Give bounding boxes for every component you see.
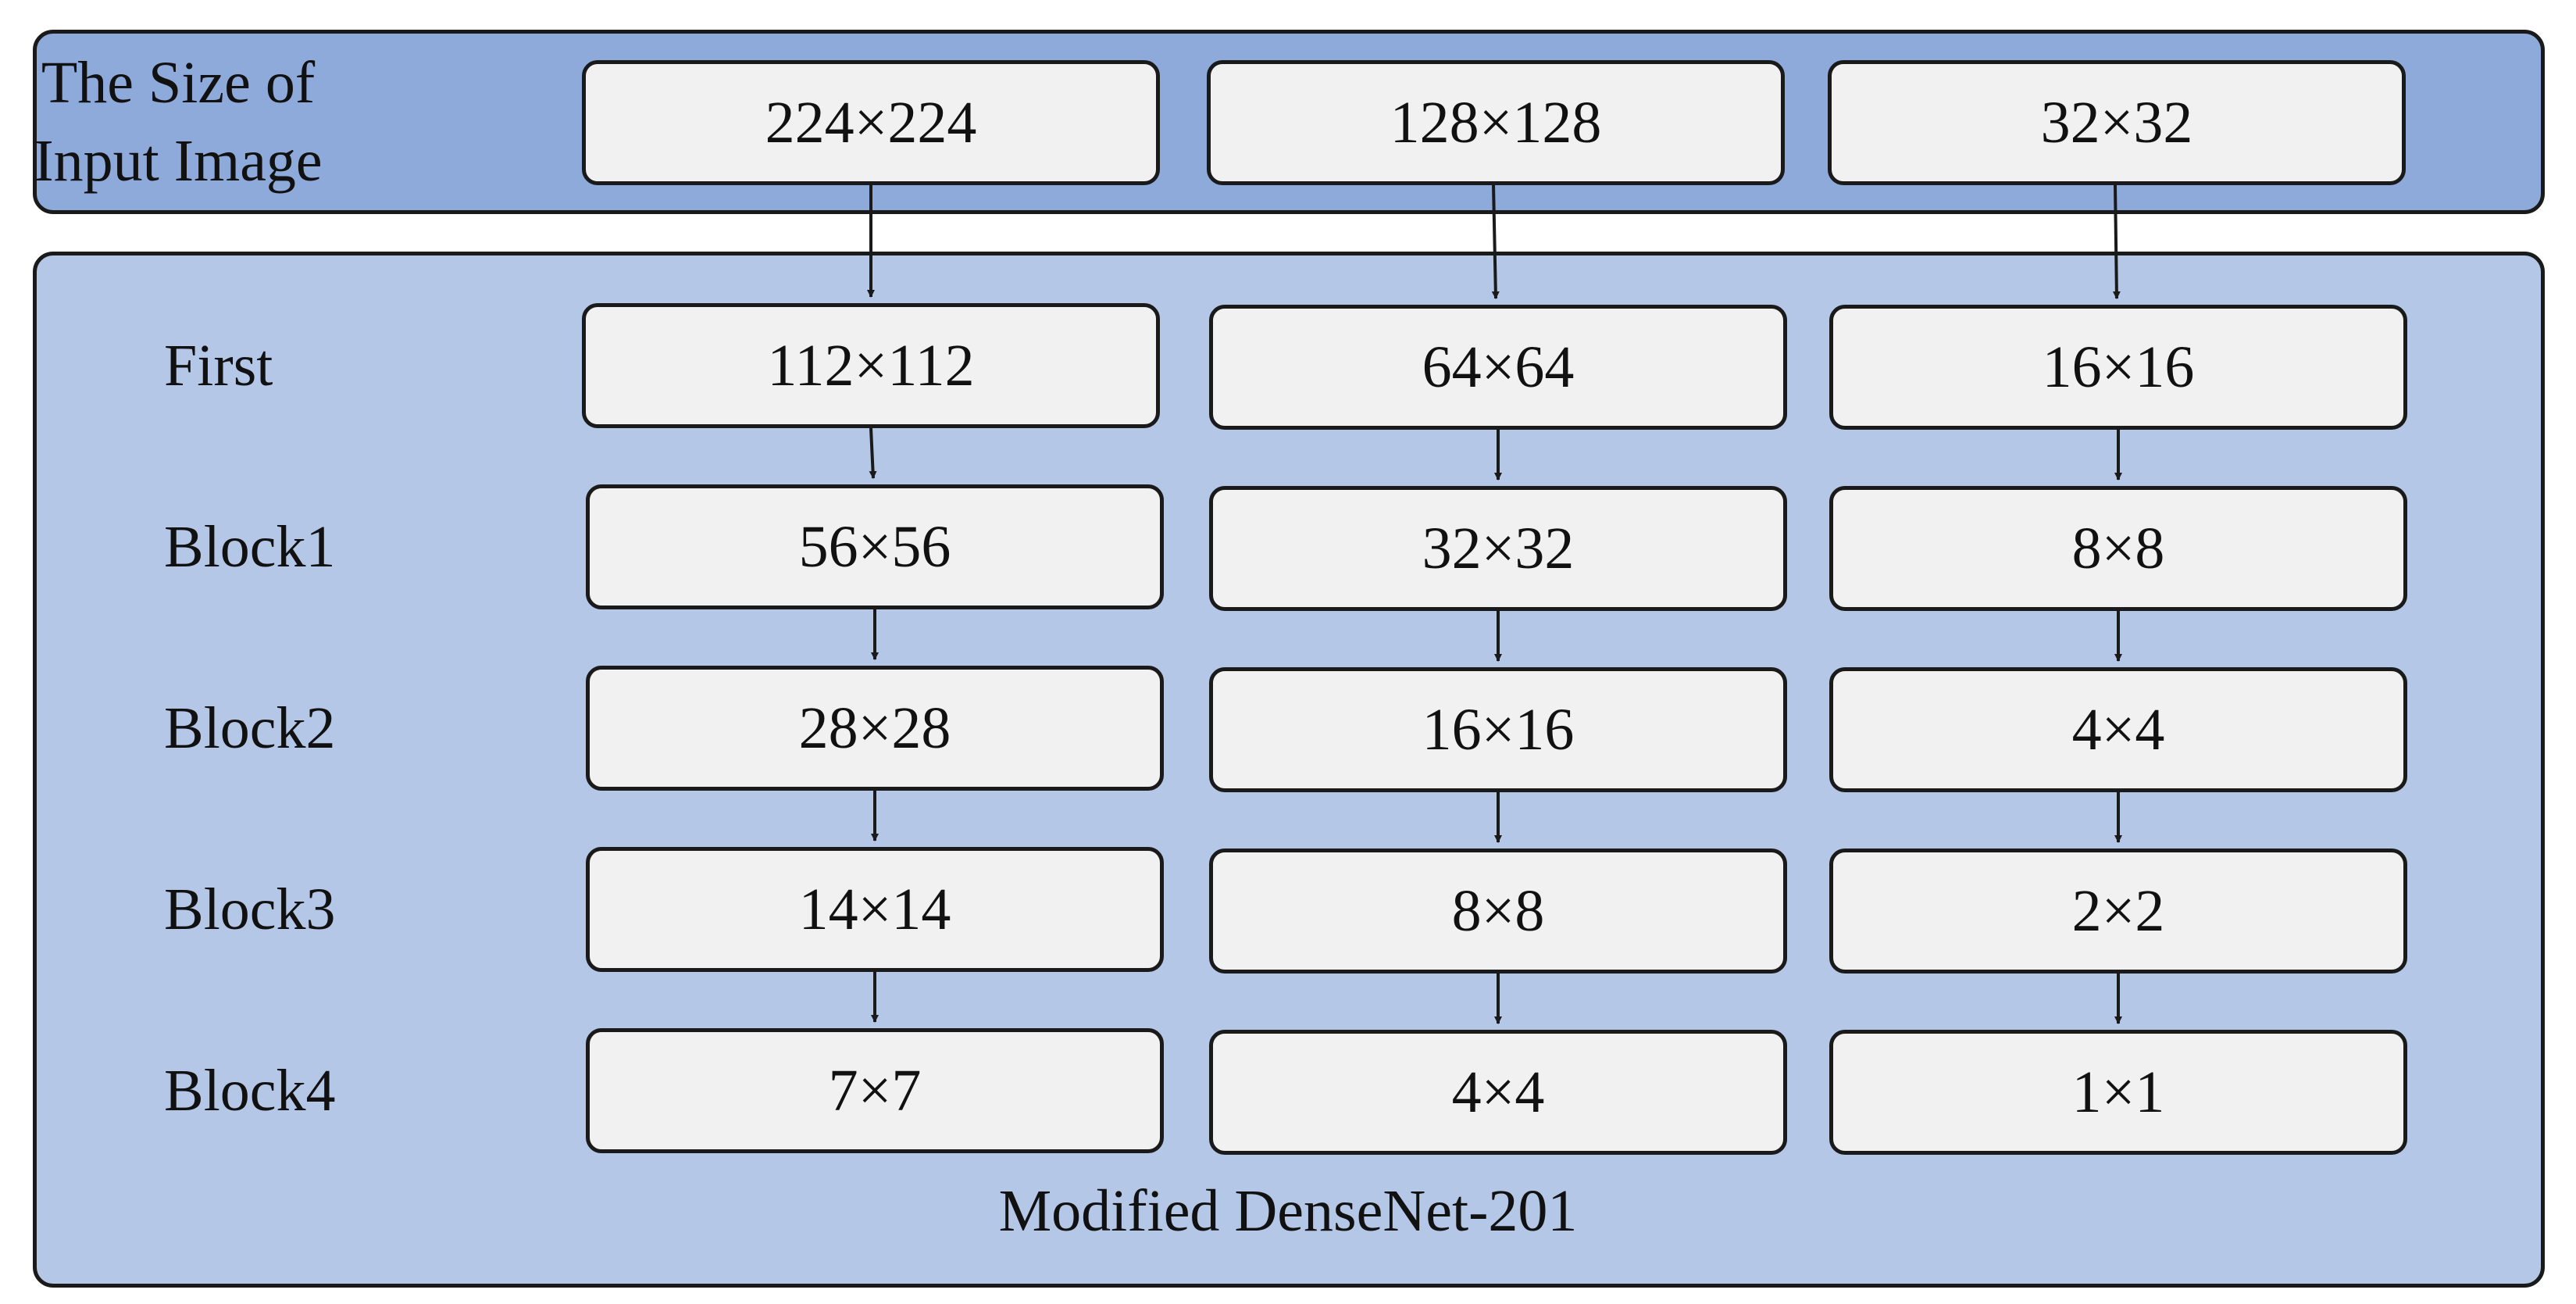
input-size-label-line-2: Input Image	[34, 128, 323, 194]
feature-box-col-2-first: 64×64	[1209, 305, 1787, 430]
feature-box-col-3-block4: 1×1	[1829, 1030, 2407, 1155]
input-box-col-1: 224×224	[582, 60, 1160, 185]
feature-box-col-2-block3: 8×8	[1209, 848, 1787, 974]
input-box-col-2: 128×128	[1207, 60, 1785, 185]
feature-box-col-2-block2: 16×16	[1209, 667, 1787, 792]
row-label-block1: Block1	[164, 514, 336, 580]
row-label-block2: Block2	[164, 695, 336, 761]
feature-box-col-3-block3: 2×2	[1829, 848, 2407, 974]
feature-box-col-3-block1: 8×8	[1829, 486, 2407, 611]
feature-box-col-1-block3: 14×14	[586, 847, 1164, 972]
row-label-block4: Block4	[164, 1058, 336, 1124]
feature-box-col-3-block2: 4×4	[1829, 667, 2407, 792]
feature-box-col-2-block4: 4×4	[1209, 1030, 1787, 1155]
input-size-label-line-1: The Size of	[41, 50, 316, 116]
input-box-col-3: 32×32	[1828, 60, 2406, 185]
feature-box-col-3-first: 16×16	[1829, 305, 2407, 430]
feature-box-col-1-first: 112×112	[582, 303, 1160, 428]
feature-box-col-1-block4: 7×7	[586, 1028, 1164, 1153]
row-label-block3: Block3	[164, 877, 336, 942]
feature-box-col-2-block1: 32×32	[1209, 486, 1787, 611]
feature-box-col-1-block2: 28×28	[586, 666, 1164, 791]
input-size-label: The Size of Input Image	[0, 44, 356, 200]
feature-box-col-1-block1: 56×56	[586, 484, 1164, 609]
row-label-first: First	[164, 333, 273, 398]
network-caption: Modified DenseNet-201	[998, 1178, 1578, 1244]
